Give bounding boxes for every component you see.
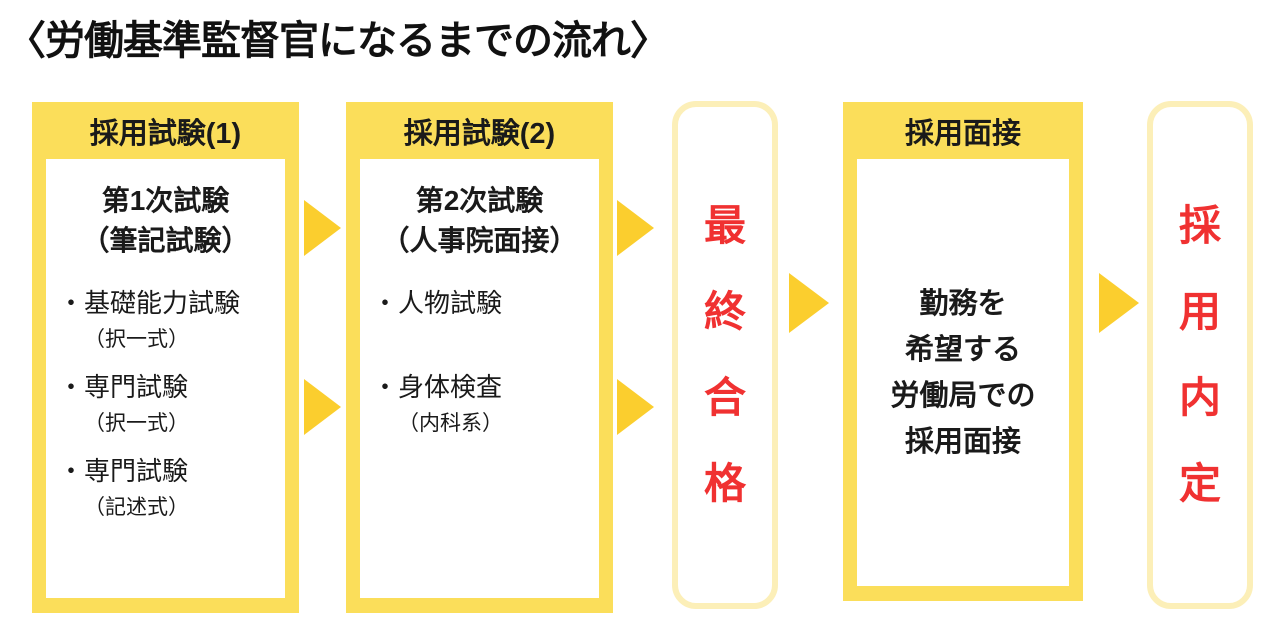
stage-exam2-subtitle-line1: 第2次試験 bbox=[415, 185, 544, 216]
interview-body-line: 採用面接 bbox=[904, 425, 1021, 458]
final-pass-char: 合 bbox=[703, 374, 746, 421]
offer-char: 用 bbox=[1178, 288, 1221, 335]
final-pass-char: 最 bbox=[703, 202, 746, 249]
list-item: ・ 専門試験 （択一式） bbox=[58, 371, 285, 439]
bullet-icon: ・ bbox=[58, 288, 85, 318]
offer-char: 採 bbox=[1178, 202, 1221, 249]
item-note: （内科系） bbox=[398, 412, 503, 435]
final-pass-char: 終 bbox=[703, 288, 746, 335]
stage-exam2-header: 採用試験(2) bbox=[403, 117, 556, 150]
item-note: （択一式） bbox=[84, 328, 189, 351]
item-note: （記述式） bbox=[84, 496, 189, 519]
stage-exam2-box: 採用試験(2) 第2次試験 （人事院面接） ・ 人物試験 ・ 身体検査 bbox=[346, 102, 613, 613]
stage-exam1-subtitle-line2: （筆記試験） bbox=[81, 225, 250, 256]
bullet-icon: ・ bbox=[372, 288, 399, 318]
stage-interview-body: 勤務を 希望する 労働局での 採用面接 bbox=[857, 159, 1069, 586]
stage-exam1-subtitle-line1: 第1次試験 bbox=[101, 185, 230, 216]
interview-body-line: 勤務を bbox=[919, 287, 1007, 320]
stage-interview-content: 勤務を 希望する 労働局での 採用面接 bbox=[857, 159, 1069, 586]
stage-exam1-subtitle: 第1次試験 （筆記試験） bbox=[46, 159, 285, 261]
list-item: ・ 人物試験 bbox=[372, 287, 599, 355]
item-label: 人物試験 bbox=[398, 288, 503, 318]
stage-interview-header: 採用面接 bbox=[904, 117, 1021, 150]
page-title: 〈労働基準監督官になるまでの流れ〉 bbox=[6, 19, 670, 63]
final-pass-char: 格 bbox=[703, 460, 746, 507]
bullet-icon: ・ bbox=[58, 456, 85, 486]
list-item: ・ 基礎能力試験 （択一式） bbox=[58, 287, 285, 355]
interview-body-line: 希望する bbox=[904, 333, 1021, 366]
arrow-right-icon bbox=[617, 379, 654, 435]
stage-exam1-box: 採用試験(1) 第1次試験 （筆記試験） ・ 基礎能力試験 （択一式） ・ 専門 bbox=[32, 102, 299, 613]
arrow-right-icon bbox=[304, 200, 341, 256]
bullet-icon: ・ bbox=[58, 372, 85, 402]
item-label: 身体検査 bbox=[398, 372, 503, 402]
stage-exam2-subtitle-line2: （人事院面接） bbox=[381, 225, 578, 256]
stage-interview-box: 採用面接 勤務を 希望する 労働局での 採用面接 bbox=[843, 102, 1083, 601]
arrow-right-icon bbox=[304, 379, 341, 435]
stage-offer-box: 採 用 内 定 bbox=[1147, 101, 1253, 609]
stage-exam2-subtitle: 第2次試験 （人事院面接） bbox=[360, 159, 599, 261]
stage-final-pass-box: 最 終 合 格 bbox=[672, 101, 778, 609]
item-label: 専門試験 bbox=[84, 456, 189, 486]
item-label: 専門試験 bbox=[84, 372, 189, 402]
arrow-right-icon bbox=[617, 200, 654, 256]
stage-exam1-content: 第1次試験 （筆記試験） ・ 基礎能力試験 （択一式） ・ 専門試験 （択一式 bbox=[46, 159, 285, 598]
offer-char: 内 bbox=[1178, 374, 1221, 421]
stage-exam1-item-list: ・ 基礎能力試験 （択一式） ・ 専門試験 （択一式） ・ 専門試験 bbox=[46, 287, 285, 523]
item-note: （択一式） bbox=[84, 412, 189, 435]
stage-exam2-item-list: ・ 人物試験 ・ 身体検査 （内科系） bbox=[360, 287, 599, 439]
arrow-right-icon bbox=[1099, 273, 1139, 333]
interview-body-line: 労働局での bbox=[890, 379, 1036, 412]
list-item: ・ 身体検査 （内科系） bbox=[372, 371, 599, 439]
item-note bbox=[372, 325, 599, 355]
bullet-icon: ・ bbox=[372, 372, 399, 402]
stage-exam2-content: 第2次試験 （人事院面接） ・ 人物試験 ・ 身体検査 （内科系） bbox=[360, 159, 599, 598]
offer-char: 定 bbox=[1178, 460, 1221, 507]
arrow-right-icon bbox=[789, 273, 829, 333]
item-label: 基礎能力試験 bbox=[84, 288, 241, 318]
list-item: ・ 専門試験 （記述式） bbox=[58, 455, 285, 523]
stage-exam1-header: 採用試験(1) bbox=[89, 117, 242, 150]
